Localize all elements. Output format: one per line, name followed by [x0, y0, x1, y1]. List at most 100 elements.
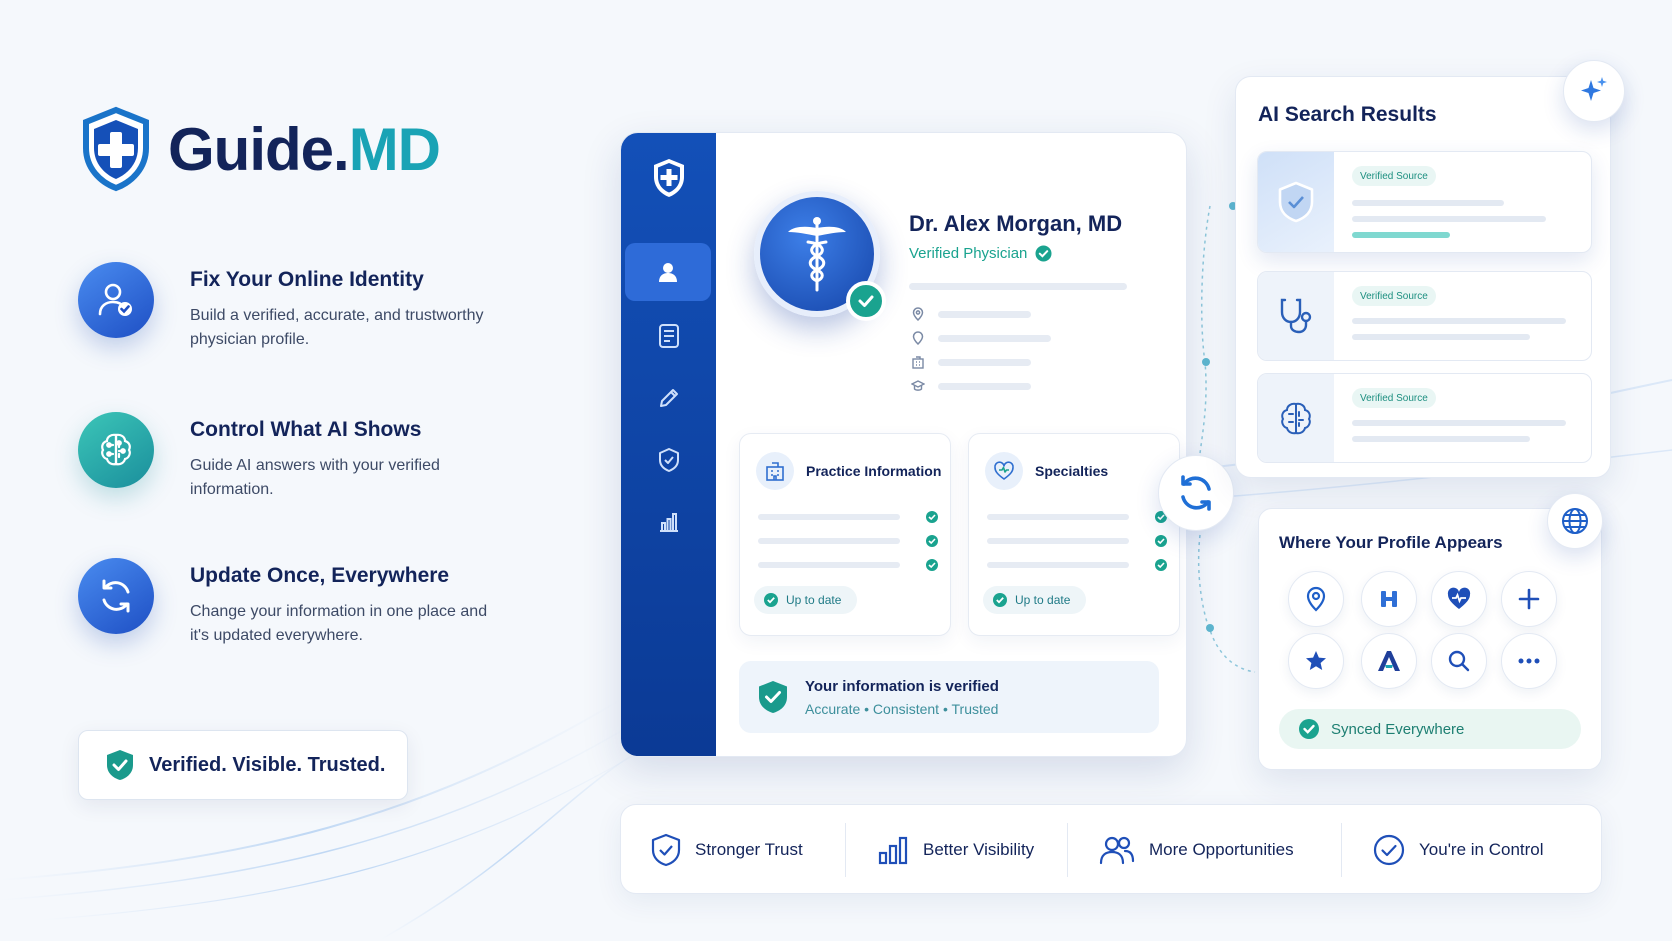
benefit-more-opportunities: More Opportunities [1099, 805, 1294, 895]
shield-check-icon [658, 448, 679, 472]
ai-sparkle-button[interactable] [1563, 60, 1625, 122]
sidebar-item-documents[interactable] [621, 307, 716, 365]
divider [1067, 823, 1068, 877]
feature-description: Change your information in one place and… [190, 603, 488, 644]
globe-icon [1562, 508, 1588, 534]
card-title: Practice Information [806, 463, 942, 479]
feature-control-ai: Control What AI Shows Guide AI answers w… [78, 412, 498, 502]
building-icon [756, 452, 794, 490]
placeholder-line [1352, 318, 1566, 324]
placeholder-line [1352, 216, 1546, 222]
verified-source-badge: Verified Source [1352, 388, 1436, 408]
sparkle-icon [1581, 77, 1607, 101]
location-pin-icon [912, 307, 924, 321]
plus-icon[interactable] [1501, 571, 1557, 627]
shield-check-icon [651, 833, 681, 867]
shield-check-icon [759, 681, 787, 713]
shield-check-icon [107, 750, 133, 780]
caduceus-icon [788, 217, 846, 292]
synced-status: Synced Everywhere [1279, 709, 1581, 749]
card-row [987, 534, 1167, 548]
benefit-stronger-trust: Stronger Trust [651, 805, 803, 895]
where-profile-appears-panel: Where Your Profile Appears Synced Everyw… [1258, 508, 1602, 770]
card-row [758, 558, 938, 572]
feature-title: Fix Your Online Identity [190, 268, 424, 291]
tagline-badge: Verified. Visible. Trusted. [78, 730, 408, 800]
sync-icon [1181, 475, 1211, 511]
user-check-icon [78, 262, 154, 338]
ai-search-title: AI Search Results [1258, 103, 1437, 126]
feature-description: Guide AI answers with your verified info… [190, 457, 440, 498]
check-icon [1155, 535, 1167, 547]
feature-update-once: Update Once, Everywhere Change your info… [78, 558, 498, 648]
card-row [758, 510, 938, 524]
check-circle-icon [1299, 719, 1319, 739]
sidebar-item-profile[interactable] [625, 243, 711, 301]
verified-subtitle: Accurate • Consistent • Trusted [805, 700, 999, 717]
benefit-in-control: You're in Control [1373, 805, 1544, 895]
feature-description: Build a verified, accurate, and trustwor… [190, 307, 484, 348]
verified-title: Your information is verified [805, 677, 999, 695]
ai-result-item[interactable]: Verified Source [1257, 151, 1592, 253]
doctor-avatar [754, 191, 886, 321]
brain-icon [1258, 374, 1334, 462]
check-icon [926, 559, 938, 571]
sidebar-item-analytics[interactable] [621, 493, 716, 551]
ai-search-panel: AI Search Results Verified Source Verifi… [1235, 76, 1611, 478]
globe-button[interactable] [1547, 493, 1603, 549]
document-icon [658, 324, 679, 348]
users-icon [1099, 836, 1135, 865]
specialties-card[interactable]: Specialties Up to date [968, 433, 1180, 636]
shield-plus-icon [653, 159, 684, 197]
check-circle-icon [764, 593, 778, 607]
letter-a-icon[interactable] [1361, 633, 1417, 689]
bar-chart-icon [878, 836, 908, 865]
doctor-role: Verified Physician [909, 245, 1052, 262]
stethoscope-icon [1258, 272, 1334, 360]
card-row [987, 510, 1167, 524]
sidebar [621, 133, 716, 756]
placeholder-line [1352, 232, 1450, 238]
sidebar-item-security[interactable] [621, 431, 716, 489]
brain-circuit-icon [78, 412, 154, 488]
location-pin-icon [912, 331, 924, 345]
practice-info-card[interactable]: Practice Information Up to date [739, 433, 951, 636]
star-icon[interactable] [1288, 633, 1344, 689]
hospital-h-icon[interactable] [1361, 571, 1417, 627]
placeholder-line [938, 359, 1031, 366]
status-pill: Up to date [983, 586, 1087, 614]
brand-name: Guide.MD [168, 115, 441, 183]
benefit-better-visibility: Better Visibility [877, 805, 1034, 895]
verified-source-badge: Verified Source [1352, 286, 1436, 306]
ai-result-item[interactable]: Verified Source [1257, 373, 1592, 463]
check-circle-icon [1373, 834, 1405, 866]
more-icon[interactable] [1501, 633, 1557, 689]
ai-result-item[interactable]: Verified Source [1257, 271, 1592, 361]
profile-panel: Dr. Alex Morgan, MD Verified Physician P… [620, 132, 1187, 757]
divider [845, 823, 846, 877]
placeholder-line [938, 383, 1031, 390]
verified-badge-icon [1035, 245, 1052, 262]
brand-logo: Guide.MD [80, 106, 441, 192]
card-title: Specialties [1035, 463, 1109, 479]
placeholder-line [1352, 334, 1530, 340]
verified-source-badge: Verified Source [1352, 166, 1436, 186]
verified-info-box: Your information is verified Accurate • … [739, 661, 1159, 733]
heart-icon[interactable] [1431, 571, 1487, 627]
placeholder-line [938, 335, 1051, 342]
sidebar-item-edit[interactable] [621, 369, 716, 427]
check-circle-icon [993, 593, 1007, 607]
user-icon [659, 263, 677, 282]
feature-title: Update Once, Everywhere [190, 564, 450, 587]
where-title: Where Your Profile Appears [1279, 533, 1503, 552]
location-pin-icon[interactable] [1288, 571, 1344, 627]
shield-plus-icon [83, 106, 149, 192]
search-icon[interactable] [1431, 633, 1487, 689]
card-row [758, 534, 938, 548]
graduation-cap-icon [911, 380, 925, 391]
building-icon [912, 356, 924, 369]
sync-button[interactable] [1158, 455, 1234, 531]
tagline-text: Verified. Visible. Trusted. [149, 753, 386, 776]
check-icon [926, 511, 938, 523]
sidebar-logo[interactable] [621, 149, 716, 207]
